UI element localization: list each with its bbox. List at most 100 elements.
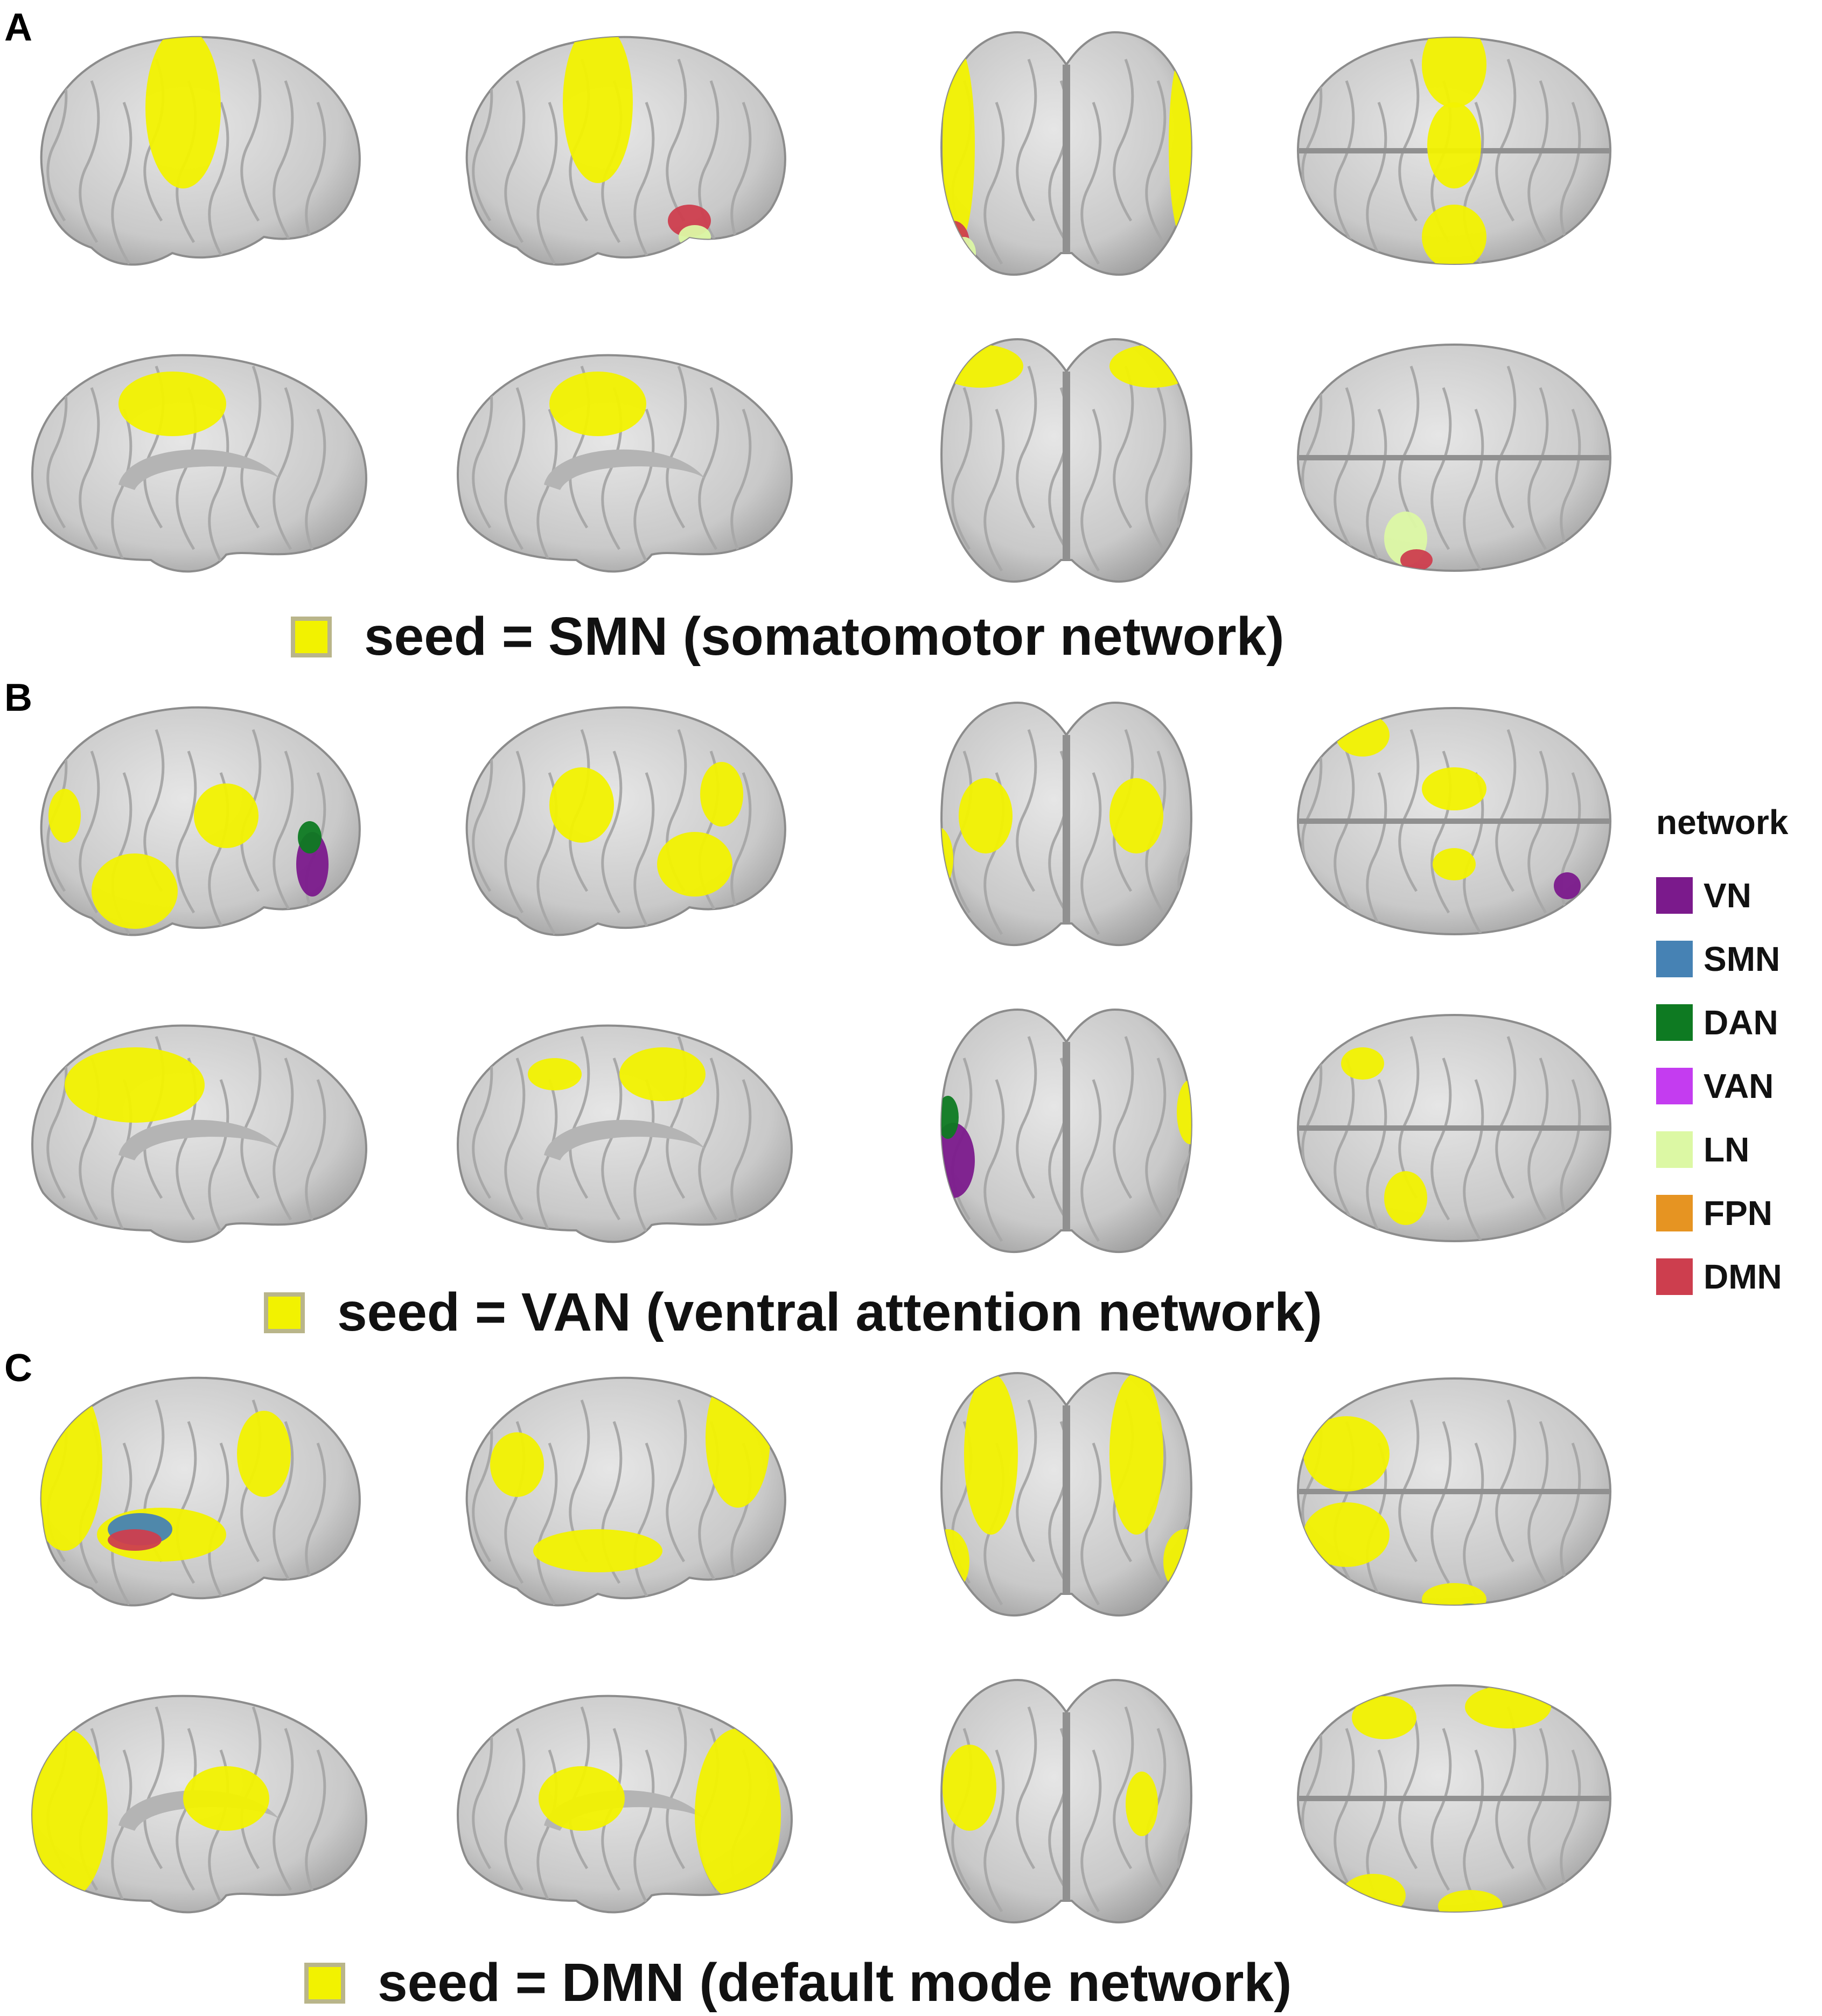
sulcus-line — [240, 59, 262, 222]
sulcus-line — [111, 409, 132, 572]
sulcus-line — [730, 409, 752, 572]
activation-region — [910, 1847, 932, 1879]
sulcus-line — [1495, 1706, 1517, 1870]
activation-region — [941, 1529, 969, 1594]
activation-region — [1422, 38, 1486, 108]
activation-region — [943, 48, 975, 242]
activation-region — [298, 821, 322, 853]
panel-letter-c: C — [4, 1347, 32, 1390]
sulcus-line — [1463, 409, 1484, 571]
sulcus-line — [111, 1749, 132, 1913]
sulcus-line — [1080, 1079, 1102, 1242]
sulcus-line — [1145, 387, 1167, 550]
activation-region — [549, 372, 646, 436]
sulcus-line — [504, 1058, 526, 1221]
sulcus-line — [951, 387, 973, 550]
activation-region — [549, 767, 614, 843]
sulcus-line — [1366, 772, 1387, 934]
sulcus-line — [240, 366, 262, 529]
sulcus-line — [633, 1749, 655, 1913]
sulcus-line — [208, 409, 229, 572]
activation-region — [563, 37, 633, 183]
sulcus-line — [1495, 366, 1517, 529]
sulcus-line — [569, 1036, 590, 1199]
activation-region — [528, 1058, 582, 1090]
activation-region — [959, 778, 1013, 853]
legend-swatch — [1656, 1004, 1693, 1041]
activation-region — [1163, 1529, 1191, 1594]
sulcus-line — [1080, 1443, 1102, 1606]
brain-posterior-view-c — [883, 1664, 1260, 1933]
activation-region — [1422, 767, 1486, 810]
sulcus-line — [920, 366, 939, 528]
sulcus-line — [504, 387, 526, 550]
sulcus-line — [1334, 387, 1355, 550]
sulcus-line — [1398, 1706, 1420, 1870]
activation-region — [183, 1766, 269, 1831]
sulcus-line — [983, 102, 1005, 265]
sulcus-line — [111, 102, 132, 265]
legend-swatch — [1656, 1068, 1693, 1104]
caption-dmn: seed = DMN (default mode network) — [304, 1952, 1292, 2014]
activation-region — [1341, 1047, 1384, 1080]
sulcus-line — [1430, 1058, 1452, 1221]
sulcus-line — [1527, 80, 1549, 243]
activation-region — [1465, 1685, 1551, 1728]
brain-lateral-view-a — [436, 16, 813, 285]
legend-label: DMN — [1704, 1257, 1782, 1296]
legend-swatch — [1656, 1195, 1693, 1231]
sulcus-line — [633, 409, 655, 572]
activation-region — [1303, 1416, 1390, 1492]
sulcus-line — [273, 1421, 294, 1584]
seed-swatch — [304, 1962, 345, 2004]
brain-dorsal-view-b — [1266, 687, 1643, 956]
sulcus-line — [920, 1707, 939, 1868]
brain-lateral-view-c — [11, 1357, 388, 1626]
sulcus-line — [536, 409, 558, 572]
caption-smn: seed = SMN (somatomotor network) — [291, 606, 1285, 668]
sulcus-line — [273, 751, 294, 914]
brain-posterior-view-a — [883, 16, 1260, 285]
activation-region — [41, 1378, 102, 1551]
activation-region — [1433, 848, 1476, 880]
cortex-surface — [465, 36, 786, 266]
sulcus-line — [666, 59, 687, 222]
sulcus-line — [273, 387, 294, 550]
legend-label: VAN — [1704, 1067, 1774, 1105]
sulcus-line — [1463, 1749, 1484, 1912]
panel-letter-b: B — [4, 676, 32, 719]
sulcus-line — [1430, 1728, 1452, 1891]
sulcus-line — [1145, 1058, 1167, 1221]
activation-region — [964, 1373, 1018, 1535]
sulcus-line — [983, 409, 1005, 572]
activation-region — [490, 1432, 544, 1497]
seed-swatch — [291, 616, 332, 657]
sulcus-line — [983, 1749, 1005, 1913]
sulcus-line — [176, 751, 197, 914]
sulcus-line — [1113, 1036, 1134, 1199]
sulcus-line — [1366, 409, 1387, 571]
sulcus-line — [1495, 1036, 1517, 1199]
sulcus-line — [79, 751, 100, 914]
brain-posterior-view-c — [883, 1357, 1260, 1626]
sulcus-line — [1016, 1706, 1037, 1870]
activation-region — [533, 1529, 662, 1572]
sulcus-line — [698, 1058, 720, 1221]
sulcus-line — [1527, 751, 1549, 914]
sulcus-line — [305, 1749, 326, 1913]
sulcus-line — [920, 1037, 939, 1198]
activation-region — [1422, 205, 1486, 264]
sulcus-line — [920, 730, 939, 891]
sulcus-line — [633, 1443, 655, 1606]
sulcus-line — [1495, 59, 1517, 222]
corpus-callosum — [544, 1119, 706, 1160]
sulcus-line — [208, 1079, 229, 1242]
sulcus-line — [1113, 1706, 1134, 1870]
activation-region — [1126, 1772, 1158, 1836]
sulcus-line — [1080, 772, 1102, 935]
sulcus-line — [1527, 1728, 1549, 1891]
legend-item-vn: VN — [1656, 864, 1788, 927]
sulcus-line — [504, 80, 526, 243]
sulcus-line — [273, 1058, 294, 1221]
sulcus-line — [1398, 366, 1420, 529]
